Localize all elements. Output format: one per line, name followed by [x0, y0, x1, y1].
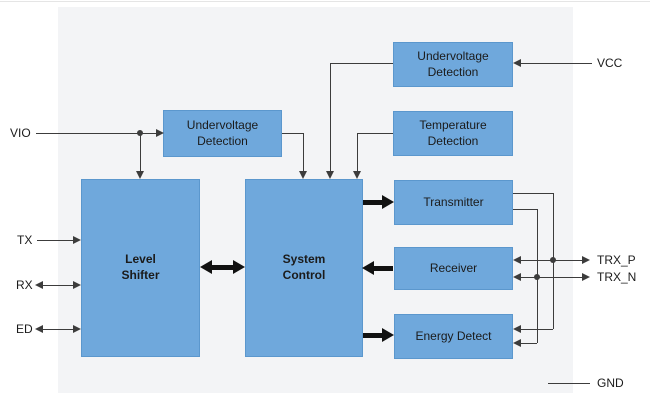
block-energy-detect: Energy Detect	[394, 314, 513, 359]
arrowhead-bold-to-system-control-icon	[233, 260, 245, 274]
block-transmitter: Transmitter	[394, 180, 513, 225]
pin-trx-p: TRX_P	[597, 253, 636, 267]
wire-uvd-vcc-to-system-control	[330, 63, 331, 171]
arrowhead-uvd-io-into-system-control-icon	[299, 171, 307, 179]
bold-arrow-receiver-systemcontrol	[373, 266, 393, 271]
arrowhead-into-level-shifter-icon	[136, 171, 144, 179]
pin-vio: VIO	[10, 126, 31, 140]
arrowhead-energy-detect-in-1-icon	[513, 325, 521, 333]
block-system-control-label: System Control	[282, 252, 326, 282]
wire-temp-out	[357, 133, 393, 134]
junction-dot-trx-p	[550, 257, 556, 263]
top-rule	[0, 1, 650, 2]
wire-vio-to-level-shifter	[140, 133, 141, 171]
pin-vcc: VCC	[597, 56, 623, 70]
wire-uvd-vcc-out	[330, 63, 393, 64]
pin-tx: TX	[17, 233, 33, 247]
wire-ed	[43, 329, 73, 330]
block-energy-detect-label: Energy Detect	[415, 328, 492, 343]
block-level-shifter: Level Shifter	[81, 179, 200, 357]
bold-arrow-systemcontrol-transmitter	[363, 200, 383, 205]
wire-energy-detect-in-2	[521, 343, 537, 344]
junction-dot-trx-n	[534, 274, 540, 280]
pin-gnd: GND	[597, 376, 624, 390]
arrowhead-ed-into-level-shifter-icon	[73, 325, 81, 333]
pin-trx-n: TRX_N	[597, 270, 637, 284]
bold-arrow-systemcontrol-energydetect	[363, 333, 383, 338]
arrowhead-vcc-into-uvd-icon	[513, 59, 521, 67]
arrowhead-energy-detect-in-2-icon	[513, 339, 521, 347]
block-receiver: Receiver	[394, 247, 513, 290]
pin-rx: RX	[16, 278, 33, 292]
arrowhead-vio-into-uvd-icon	[156, 129, 164, 137]
wire-uvd-io-out	[282, 133, 303, 134]
arrowhead-rx-out-icon	[35, 281, 43, 289]
arrowhead-trx-n-out-icon	[582, 273, 590, 281]
arrowhead-bold-to-level-shifter-icon	[200, 260, 212, 274]
arrowhead-bold-to-energy-detect-icon	[382, 328, 394, 342]
wire-transmitter-out-2	[513, 209, 537, 210]
wire-transmitter-out-1	[513, 193, 553, 194]
block-receiver-label: Receiver	[429, 260, 478, 275]
wire-rx	[43, 285, 73, 286]
wire-temp-to-system-control	[357, 133, 358, 171]
block-undervoltage-detection-io: Undervoltage Detection	[163, 110, 282, 157]
arrowhead-trx-p-out-icon	[582, 256, 590, 264]
wire-energy-detect-in-1	[521, 329, 553, 330]
arrowhead-trx-p-into-receiver-icon	[513, 256, 521, 264]
block-transmitter-label: Transmitter	[423, 194, 484, 209]
wire-uvd-io-to-system-control	[303, 133, 304, 171]
block-level-shifter-label: Level Shifter	[121, 252, 160, 282]
block-undervoltage-detection-io-label: Undervoltage Detection	[186, 117, 259, 148]
arrowhead-rx-into-level-shifter-icon	[73, 281, 81, 289]
arrowhead-bold-into-system-control-icon	[362, 261, 374, 275]
wire-vio	[36, 133, 156, 134]
wire-gnd	[548, 383, 590, 384]
wire-vcc	[521, 63, 592, 64]
arrowhead-uvd-vcc-into-system-control-icon	[326, 171, 334, 179]
arrowhead-tx-into-level-shifter-icon	[73, 236, 81, 244]
block-undervoltage-detection-vcc: Undervoltage Detection	[393, 42, 513, 87]
arrowhead-temp-into-system-control-icon	[353, 171, 361, 179]
wire-tx	[37, 240, 73, 241]
block-system-control: System Control	[245, 179, 363, 357]
wire-trx-n	[521, 277, 582, 278]
block-temperature-detection-label: Temperature Detection	[419, 117, 487, 148]
arrowhead-trx-n-into-receiver-icon	[513, 273, 521, 281]
block-temperature-detection: Temperature Detection	[393, 111, 513, 156]
arrowhead-bold-to-transmitter-icon	[382, 195, 394, 209]
pin-ed: ED	[16, 322, 33, 336]
block-undervoltage-detection-vcc-label: Undervoltage Detection	[417, 48, 489, 79]
bold-arrow-levelshifter-systemcontrol	[211, 265, 234, 270]
arrowhead-ed-out-icon	[35, 325, 43, 333]
